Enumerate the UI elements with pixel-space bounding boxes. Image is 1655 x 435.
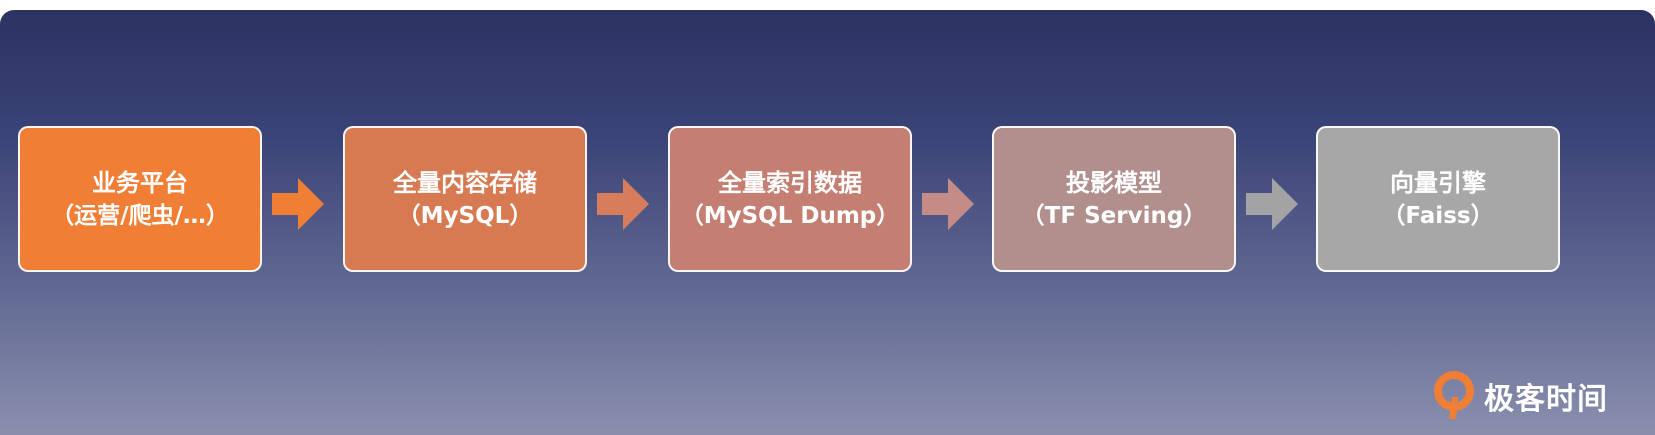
stage-title: 投影模型 — [1066, 169, 1162, 197]
stage-title: 全量索引数据 — [718, 169, 862, 197]
stage-subtitle: （TF Serving） — [1021, 203, 1207, 229]
flow-arrow-icon — [1246, 178, 1298, 230]
stage-index-data: 全量索引数据 （MySQL Dump） — [668, 126, 912, 272]
flow-arrow-icon — [922, 178, 974, 230]
brand-name: 极客时间 — [1484, 382, 1608, 417]
stage-subtitle: （Faiss） — [1382, 203, 1494, 229]
brand-logo: 极客时间 — [1432, 368, 1608, 424]
flow-arrow-icon — [272, 178, 324, 230]
stage-title: 业务平台 — [92, 169, 188, 197]
diagram-canvas: 业务平台 （运营/爬虫/…） 全量内容存储 （MySQL） 全量索引数据 （My… — [0, 10, 1655, 435]
brand-mark-icon — [1434, 371, 1474, 419]
stage-content-storage: 全量内容存储 （MySQL） — [343, 126, 587, 272]
flow-arrow-icon — [597, 178, 649, 230]
stage-business-platform: 业务平台 （运营/爬虫/…） — [18, 126, 262, 272]
stage-subtitle: （运营/爬虫/…） — [51, 203, 229, 229]
stage-title: 向量引擎 — [1390, 169, 1486, 197]
stage-vector-engine: 向量引擎 （Faiss） — [1316, 126, 1560, 272]
stage-subtitle: （MySQL Dump） — [680, 203, 900, 229]
stage-subtitle: （MySQL） — [397, 203, 533, 229]
stage-title: 全量内容存储 — [393, 169, 537, 197]
stage-projection-model: 投影模型 （TF Serving） — [992, 126, 1236, 272]
